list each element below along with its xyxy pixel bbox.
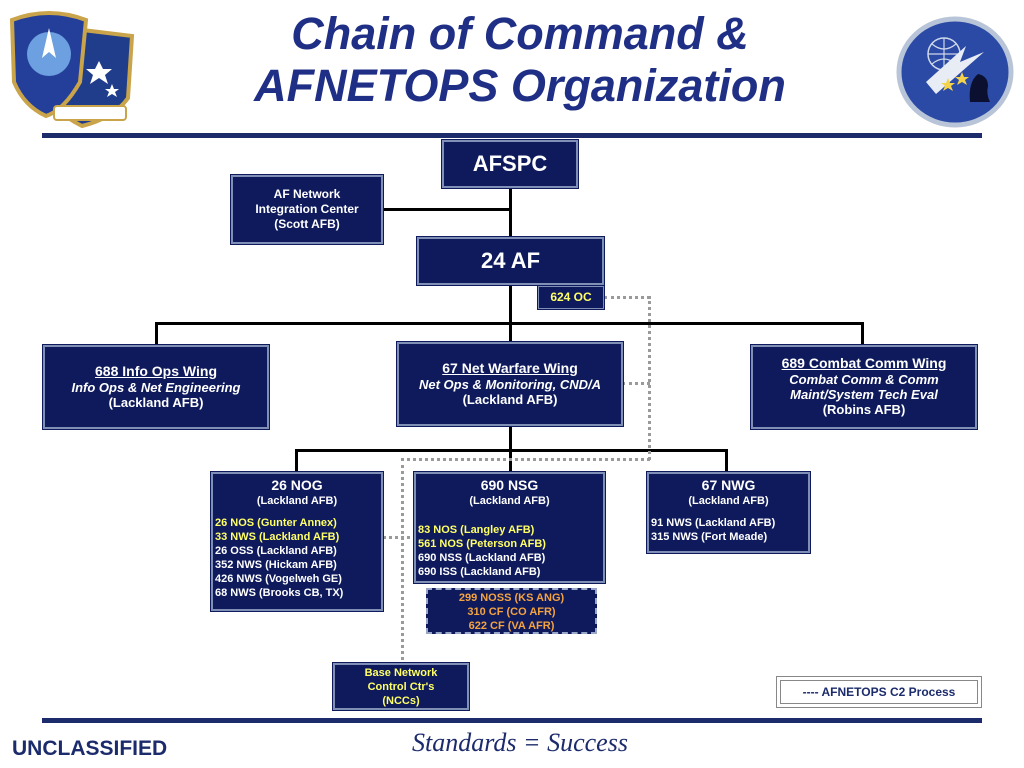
afnic-line-2: Integration Center [255,202,359,216]
legend-c2-process-label: ---- AFNETOPS C2 Process [780,680,978,704]
list-item: 26 OSS (Lackland AFB) [215,545,337,557]
ncc-line-1: Base Network [364,667,438,679]
list-item: 26 NOS (Gunter Annex) [215,517,337,529]
689-wing-mission-2: Maint/System Tech Eval [790,387,938,402]
67-nwg-unit-list: 91 NWS (Lackland AFB) 315 NWS (Fort Mead… [649,516,808,544]
connector-689-drop [861,322,864,346]
ncc-line-2: Control Ctr's [367,681,435,693]
67-wing-name: 67 Net Warfare Wing [442,360,578,376]
list-item: 83 NOS (Langley AFB) [418,524,535,536]
classification-label: UNCLASSIFIED [12,737,168,760]
ncc-line-3: (NCCs) [382,695,420,707]
c2-line-trunk [648,296,651,460]
connector-688-drop [155,322,158,346]
list-item: 426 NWS (Vogelweh GE) [215,573,342,585]
top-divider [42,133,982,138]
67-net-warfare-wing-box[interactable]: 67 Net Warfare Wing Net Ops & Monitoring… [396,341,624,427]
688-wing-mission: Info Ops & Net Engineering [71,380,241,395]
slogan: Standards = Success [412,728,628,757]
af-network-integration-center-box[interactable]: AF Network Integration Center (Scott AFB… [230,174,384,245]
67-nwg-location: (Lackland AFB) [688,495,769,507]
67-wing-mission: Net Ops & Monitoring, CND/A [419,377,601,392]
688-wing-location: (Lackland AFB) [108,395,204,410]
list-item: 690 NSS (Lackland AFB) [418,552,546,564]
c2-line-ncc [401,458,404,673]
26-nog-location: (Lackland AFB) [256,495,338,507]
c2-line-624-right [604,296,650,299]
c2-line-to-ncc-bar [401,458,650,461]
list-item: 315 NWS (Fort Meade) [651,531,768,543]
title-line-2: AFNETOPS Organization [254,60,786,111]
26-nog-box[interactable]: 26 NOG (Lackland AFB) 26 NOS (Gunter Ann… [210,471,384,612]
688-info-ops-wing-box[interactable]: 688 Info Ops Wing Info Ops & Net Enginee… [42,344,270,430]
network-ops-squadron-patch-logo [896,16,1014,128]
67-nwg-name: 67 NWG [701,477,756,493]
title-line-1: Chain of Command & [291,8,749,59]
c2-line-nog-nsg [382,536,418,539]
624oc-label: 624 OC [550,290,592,304]
legend: ---- AFNETOPS C2 Process [776,676,982,708]
690-nsg-location: (Lackland AFB) [469,495,550,507]
connector-26nog-drop [295,449,298,473]
connector-wings-bar [155,322,864,325]
list-item: 91 NWS (Lackland AFB) [651,517,776,529]
67-wing-location: (Lackland AFB) [462,392,558,407]
624oc-box[interactable]: 624 OC [537,285,605,310]
list-item: 299 NOSS (KS ANG) [458,592,565,604]
24af-label: 24 AF [480,248,541,273]
afspc-label: AFSPC [472,151,548,176]
689-wing-name: 689 Combat Comm Wing [781,355,947,371]
26-nog-unit-list: 26 NOS (Gunter Annex) 33 NWS (Lackland A… [213,516,381,600]
67-nwg-box[interactable]: 67 NWG (Lackland AFB) 91 NWS (Lackland A… [646,471,811,554]
connector-afnic [382,208,510,211]
list-item: 622 CF (VA AFR) [468,620,555,632]
list-item: 352 NWS (Hickam AFB) [215,559,337,571]
base-network-control-centers-box[interactable]: Base Network Control Ctr's (NCCs) [332,662,470,711]
connector-groups-bar [295,449,728,452]
list-item: 33 NWS (Lackland AFB) [215,531,340,543]
24af-box[interactable]: 24 AF [416,236,605,286]
689-wing-location: (Robins AFB) [822,402,906,417]
list-item: 561 NOS (Peterson AFB) [418,538,546,550]
26-nog-name: 26 NOG [271,477,323,493]
c2-line-to-67w [622,382,650,385]
list-item: 68 NWS (Brooks CB, TX) [215,587,344,599]
688-wing-name: 688 Info Ops Wing [95,363,217,379]
connector-24af-wings [509,284,512,344]
afnic-line-3: (Scott AFB) [274,217,340,231]
afspc-24af-crest-logo [9,11,135,129]
connector-67nwg-drop [725,449,728,473]
690-nsg-box[interactable]: 690 NSG (Lackland AFB) 83 NOS (Langley A… [413,471,606,584]
690-nsg-unit-list: 83 NOS (Langley AFB) 561 NOS (Peterson A… [416,523,603,579]
page-title: Chain of Command & AFNETOPS Organization [170,8,870,112]
689-combat-comm-wing-box[interactable]: 689 Combat Comm Wing Combat Comm & Comm … [750,344,978,430]
afnic-line-1: AF Network [273,187,341,201]
list-item: 690 ISS (Lackland AFB) [418,566,541,578]
connector-afspc-24af [509,188,512,237]
guard-reserve-units-box[interactable]: 299 NOSS (KS ANG) 310 CF (CO AFR) 622 CF… [426,588,597,634]
689-wing-mission-1: Combat Comm & Comm [789,372,939,387]
list-item: 310 CF (CO AFR) [467,606,556,618]
afspc-box[interactable]: AFSPC [441,139,579,189]
bottom-divider [42,718,982,723]
690-nsg-name: 690 NSG [480,477,539,493]
